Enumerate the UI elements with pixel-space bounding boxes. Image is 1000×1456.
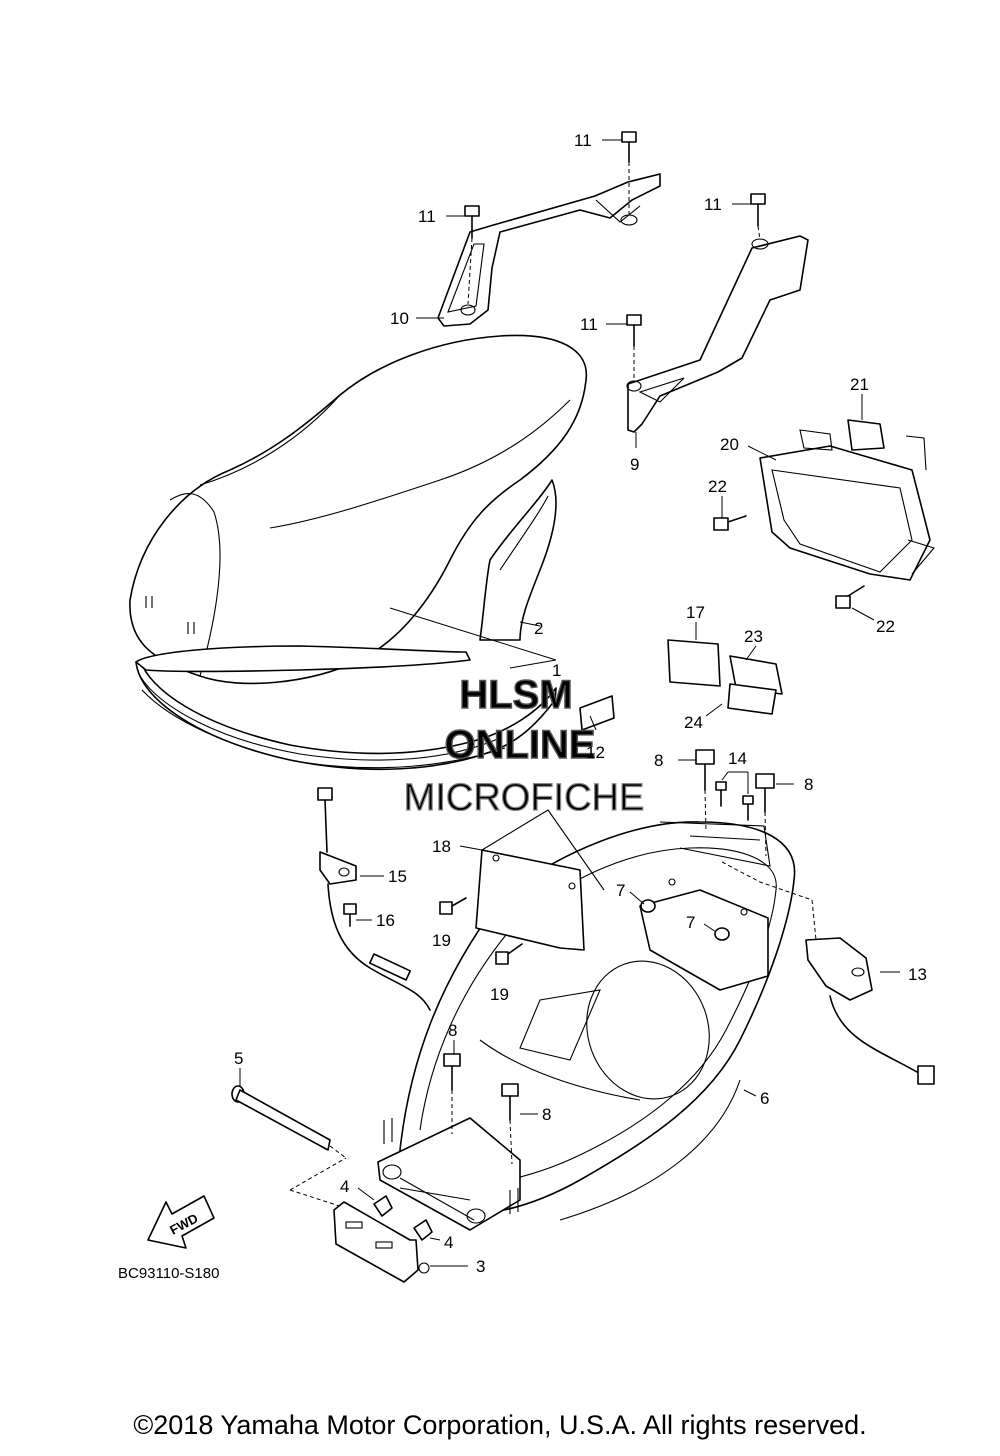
callout-6: 6 xyxy=(760,1089,769,1108)
callout-8: 8 xyxy=(654,751,663,770)
callout-4: 4 xyxy=(444,1233,453,1252)
fwd-arrow: FWD xyxy=(147,1195,215,1249)
grab-bar-right xyxy=(626,235,809,433)
callout-7: 7 xyxy=(616,881,625,900)
bolt-11-a xyxy=(620,131,638,226)
screw-22-b xyxy=(835,585,865,609)
callout-2: 2 xyxy=(534,619,543,638)
pin-5 xyxy=(231,1085,353,1211)
bolt-8-d xyxy=(755,773,775,857)
label-12 xyxy=(579,695,615,731)
cable-15 xyxy=(317,787,431,1011)
callout-8: 8 xyxy=(542,1105,551,1124)
bolt-8-a xyxy=(443,1053,461,1134)
callout-17: 17 xyxy=(686,603,705,622)
callout-7: 7 xyxy=(686,913,695,932)
seat xyxy=(129,334,588,771)
latch-13 xyxy=(721,861,935,1085)
bolt-11-d xyxy=(626,314,642,380)
callout-18: 18 xyxy=(432,837,451,856)
callout-leaders xyxy=(239,139,900,1267)
callout-14: 14 xyxy=(728,749,747,768)
storage-box xyxy=(377,821,796,1231)
seat-leaders xyxy=(389,607,557,669)
cover-18 xyxy=(439,809,605,965)
watermark: HLSM ONLINE MICROFICHE xyxy=(403,672,645,819)
bolt-11-c xyxy=(750,193,766,241)
cover-right xyxy=(639,878,769,991)
callout-3: 3 xyxy=(476,1257,485,1276)
callout-12: 12 xyxy=(586,743,605,762)
callout-13: 13 xyxy=(908,965,927,984)
callout-11: 11 xyxy=(704,195,722,214)
screws-14 xyxy=(715,771,754,821)
diagram-code: BC93110-S180 xyxy=(118,1265,219,1282)
callout-15: 15 xyxy=(388,867,407,886)
callout-20: 20 xyxy=(720,435,739,454)
callout-10: 10 xyxy=(390,309,409,328)
svg-text:HLSM: HLSM xyxy=(459,673,572,717)
callout-8: 8 xyxy=(804,775,813,794)
callout-11: 11 xyxy=(418,207,436,226)
svg-text:MICROFICHE: MICROFICHE xyxy=(404,777,645,819)
callout-21: 21 xyxy=(850,375,869,394)
callout-24: 24 xyxy=(684,713,703,732)
callout-numbers: 11 11 11 11 10 9 21 20 22 22 2 1 17 23 2… xyxy=(234,131,927,1276)
callout-23: 23 xyxy=(744,627,763,646)
callout-11: 11 xyxy=(580,315,598,334)
callout-22: 22 xyxy=(876,617,895,636)
inner-box-20 xyxy=(759,419,935,581)
callout-8: 8 xyxy=(448,1021,457,1040)
callout-5: 5 xyxy=(234,1049,243,1068)
callout-22: 22 xyxy=(708,477,727,496)
bracket-3 xyxy=(333,1195,433,1283)
grab-bar-left xyxy=(437,173,661,327)
callout-9: 9 xyxy=(630,455,639,474)
bolt-8-b xyxy=(501,1083,519,1165)
copyright-notice: ©2018 Yamaha Motor Corporation, U.S.A. A… xyxy=(133,1410,867,1440)
bolt-11-b xyxy=(464,205,480,305)
callout-11: 11 xyxy=(574,131,592,150)
callout-19: 19 xyxy=(432,931,451,950)
callout-16: 16 xyxy=(376,911,395,930)
bolt-8-c xyxy=(695,749,715,833)
screw-22-a xyxy=(713,515,747,531)
svg-text:ONLINE: ONLINE xyxy=(444,723,595,767)
callout-19: 19 xyxy=(490,985,509,1004)
callout-4: 4 xyxy=(340,1177,349,1196)
labels-17-23-24 xyxy=(667,639,783,715)
callout-1: 1 xyxy=(552,661,561,680)
